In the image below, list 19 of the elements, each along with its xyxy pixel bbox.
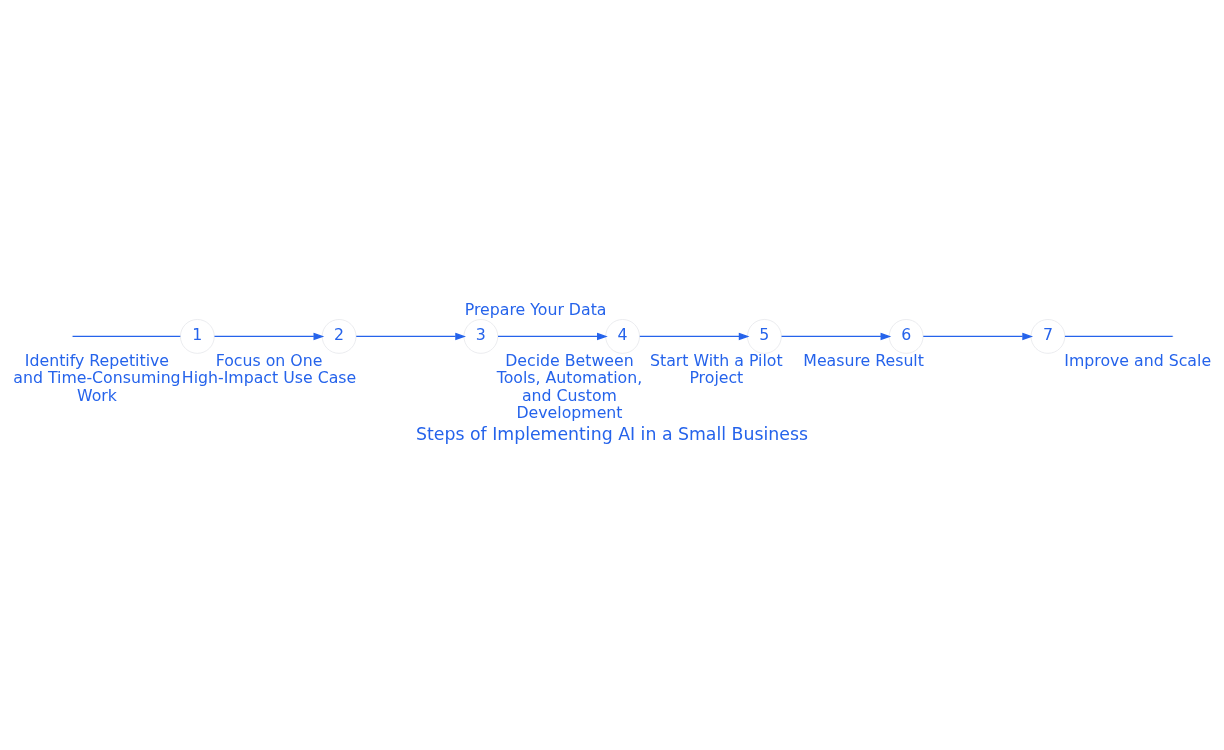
connector <box>1064 335 1174 338</box>
node-circle: 6 <box>888 319 924 354</box>
node-label: Identify Repetitive and Time-Consuming Work <box>13 350 181 405</box>
diagram-title: Steps of Implementing AI in a Small Business <box>416 423 808 444</box>
node-circle: 3 <box>463 319 499 354</box>
node-circle: 2 <box>321 319 357 354</box>
node-circle: 7 <box>1030 319 1066 354</box>
node-circle: 5 <box>747 319 782 354</box>
arrow <box>780 332 892 341</box>
node-label: Prepare Your Data <box>464 299 607 319</box>
arrow <box>497 332 608 341</box>
node-circle: 4 <box>605 319 640 354</box>
node-circle: 1 <box>180 319 215 354</box>
arrow <box>213 332 325 341</box>
arrow <box>639 332 750 341</box>
connector <box>71 335 181 338</box>
node-label: Improve and Scale <box>1064 350 1212 370</box>
arrow <box>922 332 1034 341</box>
arrow <box>355 332 466 341</box>
